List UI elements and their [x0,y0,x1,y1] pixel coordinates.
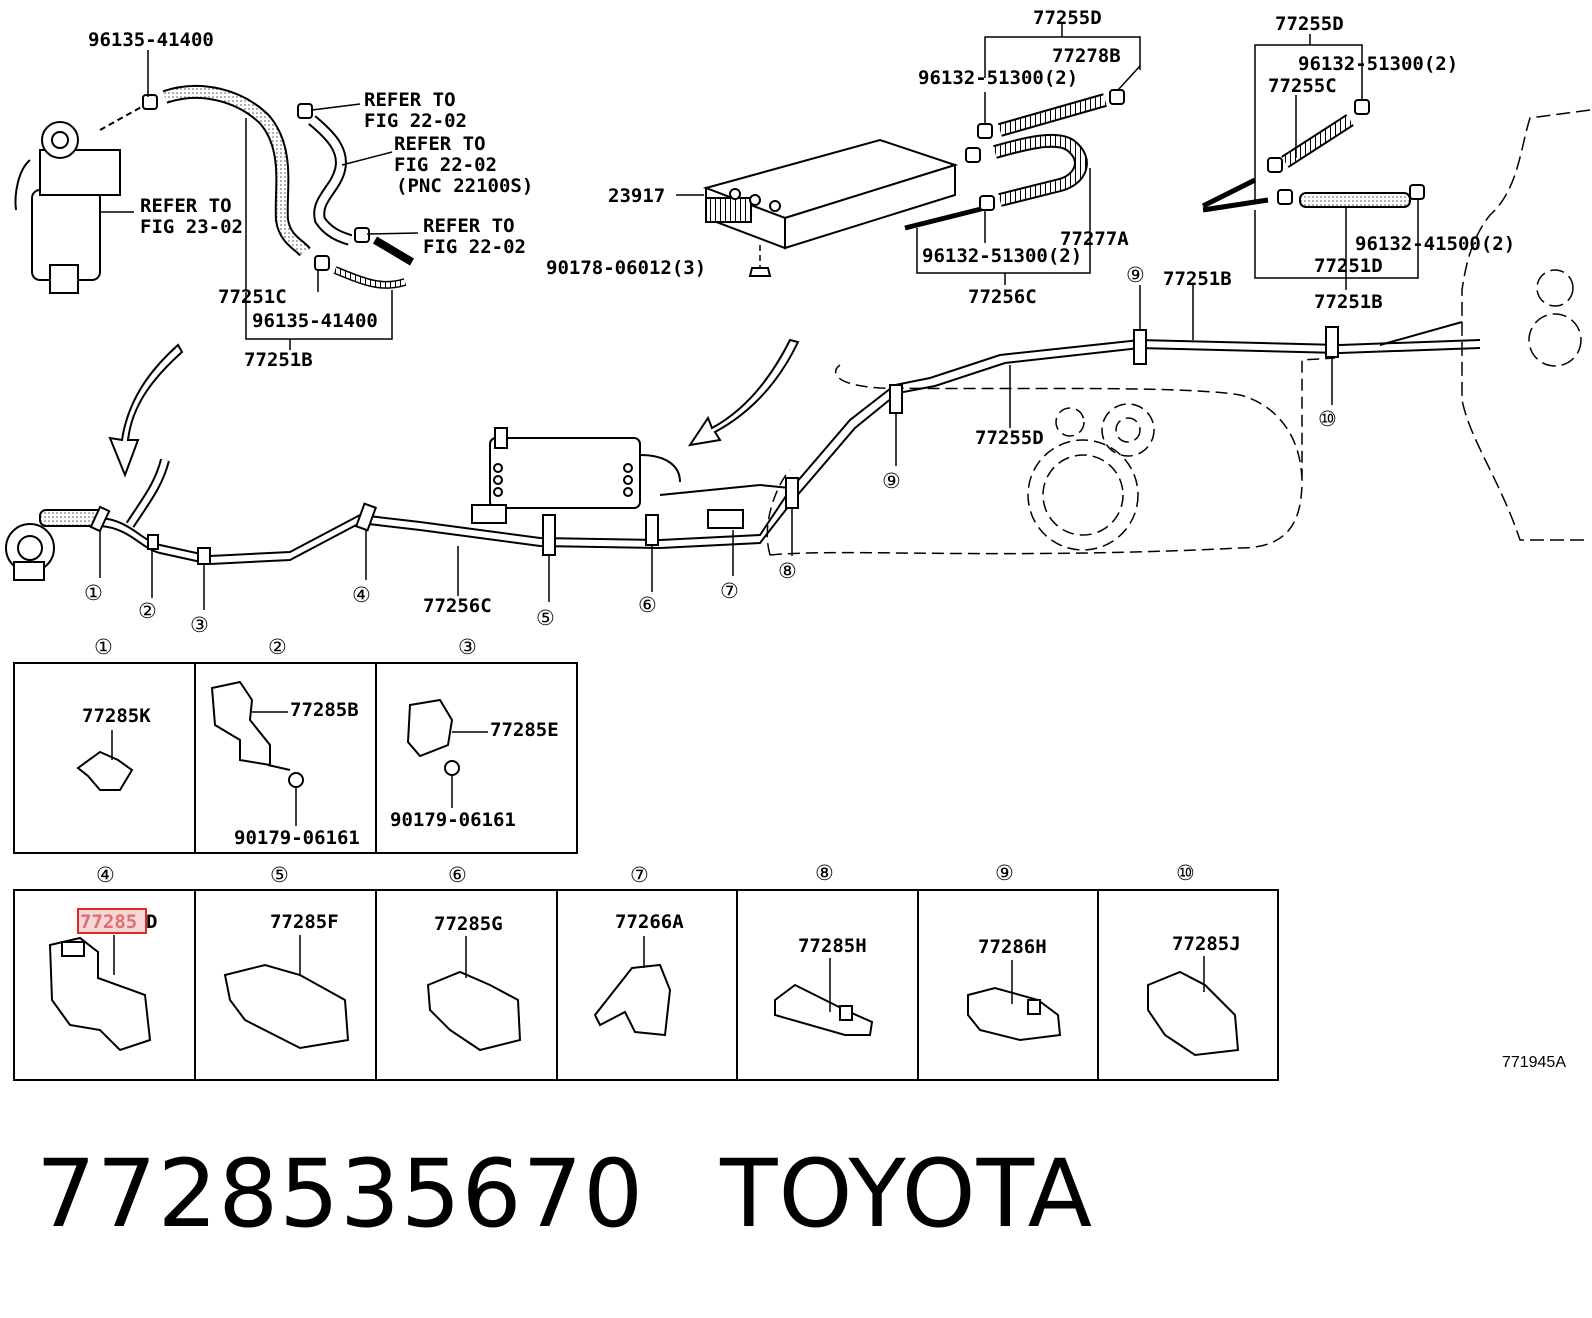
detail-grid-row2 [13,889,1279,1081]
detail-clip-shapes-row2 [48,935,1240,1057]
callout-9-lower: ⑨ [882,469,901,493]
detail-part-77286h: 77286H [978,936,1047,958]
callout-1: ① [84,581,103,605]
label-77255d-pipe: 77255D [975,427,1044,449]
pump-assembly [5,509,105,581]
detail-num-10: ⑩ [1176,861,1195,885]
label-refer-2202-3b: FIG 22-02 [423,236,526,258]
label-refer-2202-2b: FIG 22-02 [394,154,497,176]
label-96132-mid-bot: 96132-51300(2) [922,245,1082,267]
engine-outline [1461,109,1591,541]
hose-77251d [1299,192,1411,208]
label-refer-2302-b: FIG 23-02 [140,216,243,238]
label-77256c-pipe: 77256C [423,595,492,617]
charcoal-canister [702,138,959,250]
label-96135-top: 96135-41400 [88,29,214,51]
detail-num-7: ⑦ [630,863,649,887]
fuel-pipe-bundle [99,321,1481,566]
callout-10: ⑩ [1318,407,1337,431]
label-96135-bot: 96135-41400 [252,310,378,332]
label-77278b: 77278B [1052,45,1121,67]
detail-nut-2: 90179-06161 [234,827,360,849]
label-23917: 23917 [608,185,665,207]
detail-grid-row1 [13,662,578,854]
label-refer-2202-2c: (PNC 22100S) [396,175,533,197]
brand-name: TOYOTA [720,1140,1094,1249]
detail-part-77266a: 77266A [615,911,684,933]
top-labels: 96135-41400 REFER TO FIG 23-02 REFER TO … [88,7,1515,617]
label-refer-2302-a: REFER TO [140,195,232,217]
callout-9-upper: ⑨ [1126,263,1145,287]
label-77255c: 77255C [1268,75,1337,97]
detail-num-2: ② [268,635,287,659]
detail-part-suffix-d: D [146,911,157,933]
label-77255d-mid: 77255D [1033,7,1102,29]
detail-num-6: ⑥ [448,863,467,887]
nut-90178 [748,267,772,277]
label-90178: 90178-06012(3) [546,257,706,279]
callout-4: ④ [352,583,371,607]
label-77255d-right: 77255D [1275,13,1344,35]
pipe-callouts: ① ② ③ ④ ⑤ ⑥ ⑦ ⑧ ⑨ ⑨ ⑩ [84,263,1337,637]
canister-mount [471,427,744,529]
label-77251d: 77251D [1314,255,1383,277]
detail-part-77285k: 77285K [82,705,151,727]
label-77277a: 77277A [1060,228,1129,250]
label-77251b-pipe: 77251B [1163,268,1232,290]
fuel-filter-assembly [14,121,121,294]
figure-code: 771945A [1501,1054,1566,1071]
detail-part-77285g: 77285G [434,913,503,935]
callout-6: ⑥ [638,593,657,617]
label-77251b-left: 77251B [244,349,313,371]
detail-part-77285j: 77285J [1172,933,1241,955]
detail-num-4: ④ [96,863,115,887]
detail-part-77285h: 77285H [798,935,867,957]
detail-num-3: ③ [458,635,477,659]
label-77256c-top: 77256C [968,286,1037,308]
label-refer-2202-3a: REFER TO [423,215,515,237]
clip-icons-mid [965,89,1125,211]
detail-part-77285f: 77285F [270,911,339,933]
detail-num-8: ⑧ [815,861,834,885]
label-refer-2202-1b: FIG 22-02 [364,110,467,132]
label-96132-41500: 96132-41500(2) [1355,233,1515,255]
detail-num-9: ⑨ [995,861,1014,885]
flow-arrows [108,338,800,478]
detail-part-77285e: 77285E [490,719,559,741]
footer-caption: 7728535670 TOYOTA [36,1140,1169,1249]
label-96132-mid-top: 96132-51300(2) [918,67,1078,89]
label-77251c: 77251C [218,286,287,308]
detail-part-77285b: 77285B [290,699,359,721]
clip-icons-right [1267,99,1425,205]
clip-icons-left [142,94,370,271]
detail-clip-shapes-row1 [76,680,488,826]
callout-8: ⑧ [778,559,797,583]
label-refer-2202-2a: REFER TO [394,133,486,155]
part-highlight-box [77,908,147,934]
label-96132-right: 96132-51300(2) [1298,53,1458,75]
label-refer-2202-1a: REFER TO [364,89,456,111]
callout-3: ③ [190,613,209,637]
detail-num-1: ① [94,635,113,659]
label-77251b-right: 77251B [1314,291,1383,313]
detail-num-5: ⑤ [270,863,289,887]
callout-7: ⑦ [720,579,739,603]
detail-part-77285-highlight: 77285 [80,911,137,933]
part-number: 7728535670 [36,1140,645,1249]
callout-2: ② [138,599,157,623]
detail-nut-3: 90179-06161 [390,809,516,831]
fuel-tank-outline [766,357,1336,556]
callout-5: ⑤ [536,606,555,630]
